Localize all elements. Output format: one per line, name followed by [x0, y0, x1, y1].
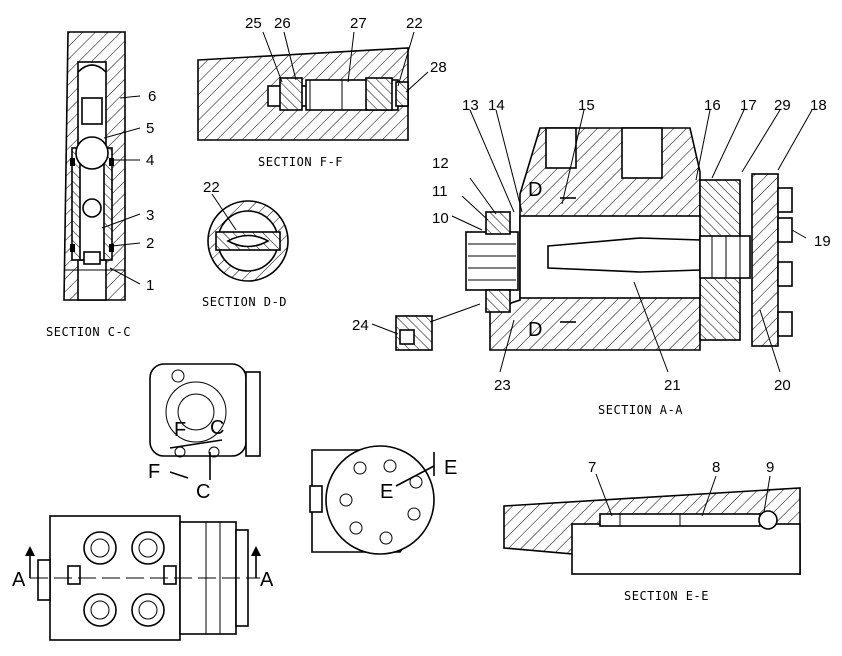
callout-23: 23 — [494, 377, 511, 394]
callout-26: 26 — [274, 15, 291, 32]
section-d-d-view — [207, 193, 289, 282]
callout-19: 19 — [814, 233, 831, 250]
cut-letter-c-outer: C — [196, 481, 210, 503]
callout-3: 3 — [146, 207, 154, 224]
callout-28: 28 — [430, 59, 447, 76]
section-e-e-view — [503, 473, 801, 575]
cut-letter-f-inner: F — [174, 419, 186, 441]
cut-letter-e-outer: E — [444, 457, 457, 479]
callout-1: 1 — [146, 277, 154, 294]
end-view-e — [309, 445, 435, 555]
cut-letter-e-inner: E — [380, 481, 393, 503]
callout-15: 15 — [578, 97, 595, 114]
section-f-f-view — [197, 31, 429, 141]
top-view-a — [25, 515, 261, 641]
callout-12: 12 — [432, 155, 449, 172]
callout-16: 16 — [704, 97, 721, 114]
cut-letter-d-bottom: D — [528, 319, 542, 341]
callout-18: 18 — [810, 97, 827, 114]
callout-27: 27 — [350, 15, 367, 32]
section-c-c-view — [63, 31, 141, 301]
section-d-d-caption: SECTION D-D — [202, 295, 287, 309]
callout-9: 9 — [766, 459, 774, 476]
section-a-a-caption: SECTION A-A — [598, 403, 683, 417]
end-view-f-c — [149, 363, 261, 480]
cut-letter-a-right: A — [260, 569, 274, 591]
callout-20: 20 — [774, 377, 791, 394]
callout-14: 14 — [488, 97, 505, 114]
callout-4: 4 — [146, 152, 154, 169]
section-c-c-caption: SECTION C-C — [46, 325, 131, 339]
callout-24: 24 — [352, 317, 369, 334]
cut-letter-c-inner: C — [210, 417, 224, 439]
callout-13: 13 — [462, 97, 479, 114]
callout-29: 29 — [774, 97, 791, 114]
cut-letter-f-outer: F — [148, 461, 160, 483]
callout-5: 5 — [146, 120, 154, 137]
cut-letter-a-left: A — [12, 569, 26, 591]
callout-22-d: 22 — [203, 179, 220, 196]
section-e-e-caption: SECTION E-E — [624, 589, 709, 603]
callout-7: 7 — [588, 459, 596, 476]
cut-letter-d-top: D — [528, 179, 542, 201]
callout-10: 10 — [432, 210, 449, 227]
section-a-a-view — [371, 109, 813, 373]
callout-2: 2 — [146, 235, 154, 252]
callout-25: 25 — [245, 15, 262, 32]
callout-17: 17 — [740, 97, 757, 114]
callout-21: 21 — [664, 377, 681, 394]
section-f-f-caption: SECTION F-F — [258, 155, 343, 169]
callout-22-top: 22 — [406, 15, 423, 32]
callout-8: 8 — [712, 459, 720, 476]
callout-6: 6 — [148, 88, 156, 105]
callout-11: 11 — [432, 183, 448, 200]
